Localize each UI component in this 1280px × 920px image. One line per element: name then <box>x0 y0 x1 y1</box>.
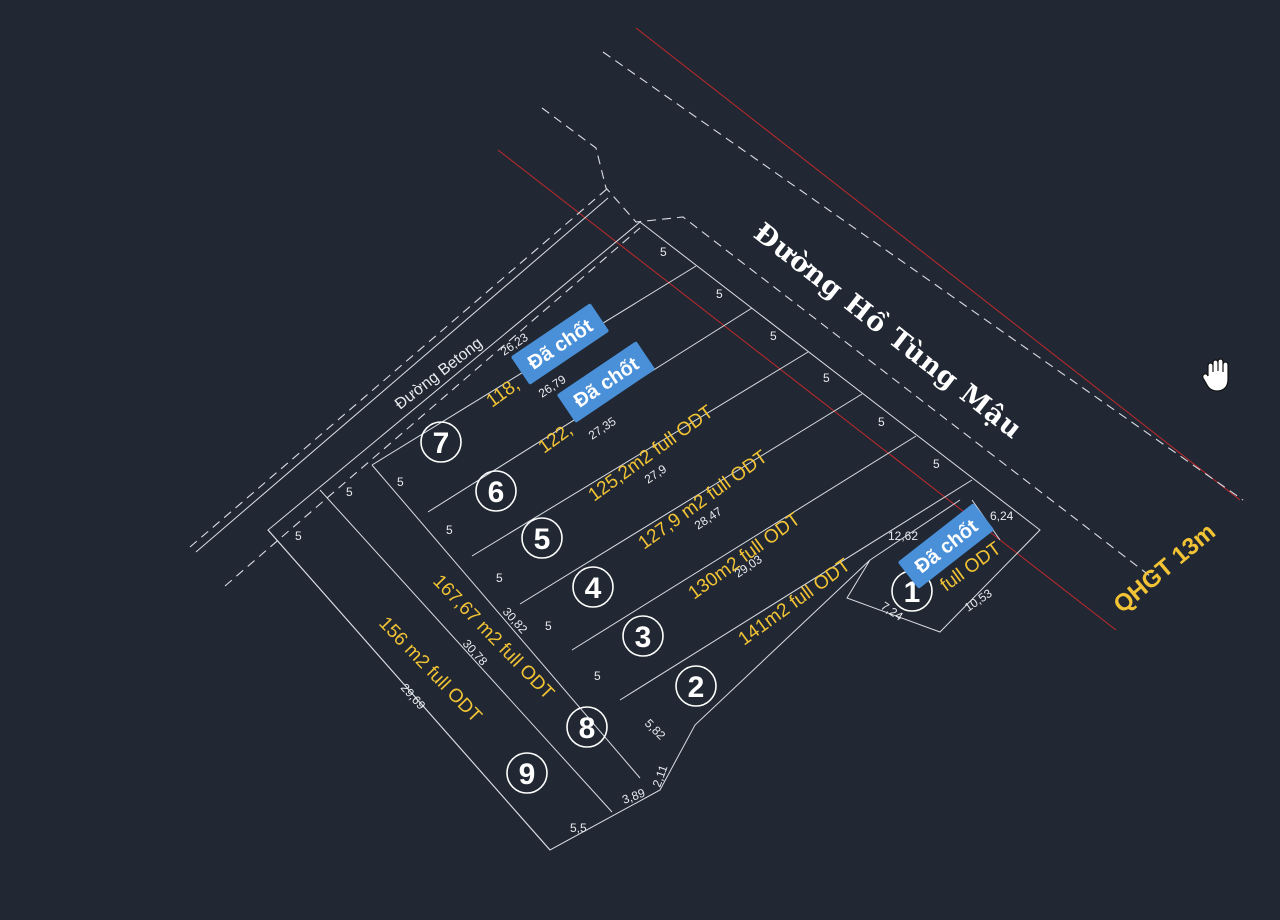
lot-marker-2[interactable]: 2 <box>675 665 717 707</box>
lot-number: 9 <box>519 758 536 791</box>
lot-markers[interactable]: 7 6 5 4 3 2 1 8 <box>420 421 933 794</box>
lot-number: 8 <box>579 712 596 745</box>
dim-29-69: 29,69 <box>398 681 429 713</box>
dim-frontage: 5 <box>660 245 667 259</box>
lot-marker-3[interactable]: 3 <box>622 615 664 657</box>
dim-5-82: 5,82 <box>642 716 669 743</box>
area-lot-6: 122, <box>535 419 577 458</box>
lot-marker-5[interactable]: 5 <box>521 517 563 559</box>
dim-frontage: 5 <box>878 415 885 429</box>
dim-5-5: 5,5 <box>570 821 587 835</box>
road-name-side: Đường Betong <box>392 335 486 413</box>
planned-road-label: QHGT 13m <box>1109 518 1221 618</box>
betong-road-edge-outer <box>189 187 609 548</box>
lot-marker-9[interactable]: 9 <box>506 752 548 794</box>
dim-7-24: 7,24 <box>878 599 905 624</box>
boundary-line-inner <box>497 149 1117 631</box>
lot-number: 3 <box>635 621 652 654</box>
dim-frontage: 5 <box>823 371 830 385</box>
dim-frontage: 5 <box>545 619 552 633</box>
dim-frontage: 5 <box>295 529 302 543</box>
area-lot-7: 118, <box>483 374 524 412</box>
dim-10-53: 10,53 <box>962 586 995 615</box>
road-name-main: Đường Hồ Tùng Mậu <box>748 216 1029 445</box>
dim-frontage: 5 <box>346 485 353 499</box>
dim-frontage: 5 <box>770 329 777 343</box>
main-road-edge-outer <box>602 51 1244 501</box>
lot-marker-4[interactable]: 4 <box>572 566 614 608</box>
lot-number: 5 <box>534 523 551 556</box>
lot-marker-8[interactable]: 8 <box>566 706 608 748</box>
lot-number: 4 <box>585 572 602 605</box>
dim-2-11: 2,11 <box>650 763 671 789</box>
lot-number: 2 <box>688 671 705 704</box>
dim-frontage: 5 <box>594 669 601 683</box>
dim-27-35: 27,35 <box>586 414 619 443</box>
dim-frontage: 5 <box>496 571 503 585</box>
betong-road-edge-inner <box>224 227 641 587</box>
betong-road-line <box>195 197 609 553</box>
dim-frontage: 5 <box>446 523 453 537</box>
lot-marker-7[interactable]: 7 <box>420 421 462 463</box>
dim-frontage: 5 <box>933 457 940 471</box>
hand-cursor-icon <box>1202 358 1229 392</box>
main-road-edge-inner <box>541 107 1151 577</box>
lot-marker-6[interactable]: 6 <box>475 470 517 512</box>
dim-12-62: 12,62 <box>888 529 918 543</box>
dim-frontage: 5 <box>397 475 404 489</box>
dim-3-89: 3,89 <box>620 786 647 807</box>
dim-6-24: 6,24 <box>990 509 1014 523</box>
frontage-dimensions: 5 5 5 5 5 5 5 5 5 5 5 5 5 <box>295 245 940 683</box>
lot-number: 7 <box>433 427 450 460</box>
lot-number: 6 <box>488 476 505 509</box>
boundary-line-outer <box>635 27 1241 501</box>
dim-frontage: 5 <box>716 287 723 301</box>
